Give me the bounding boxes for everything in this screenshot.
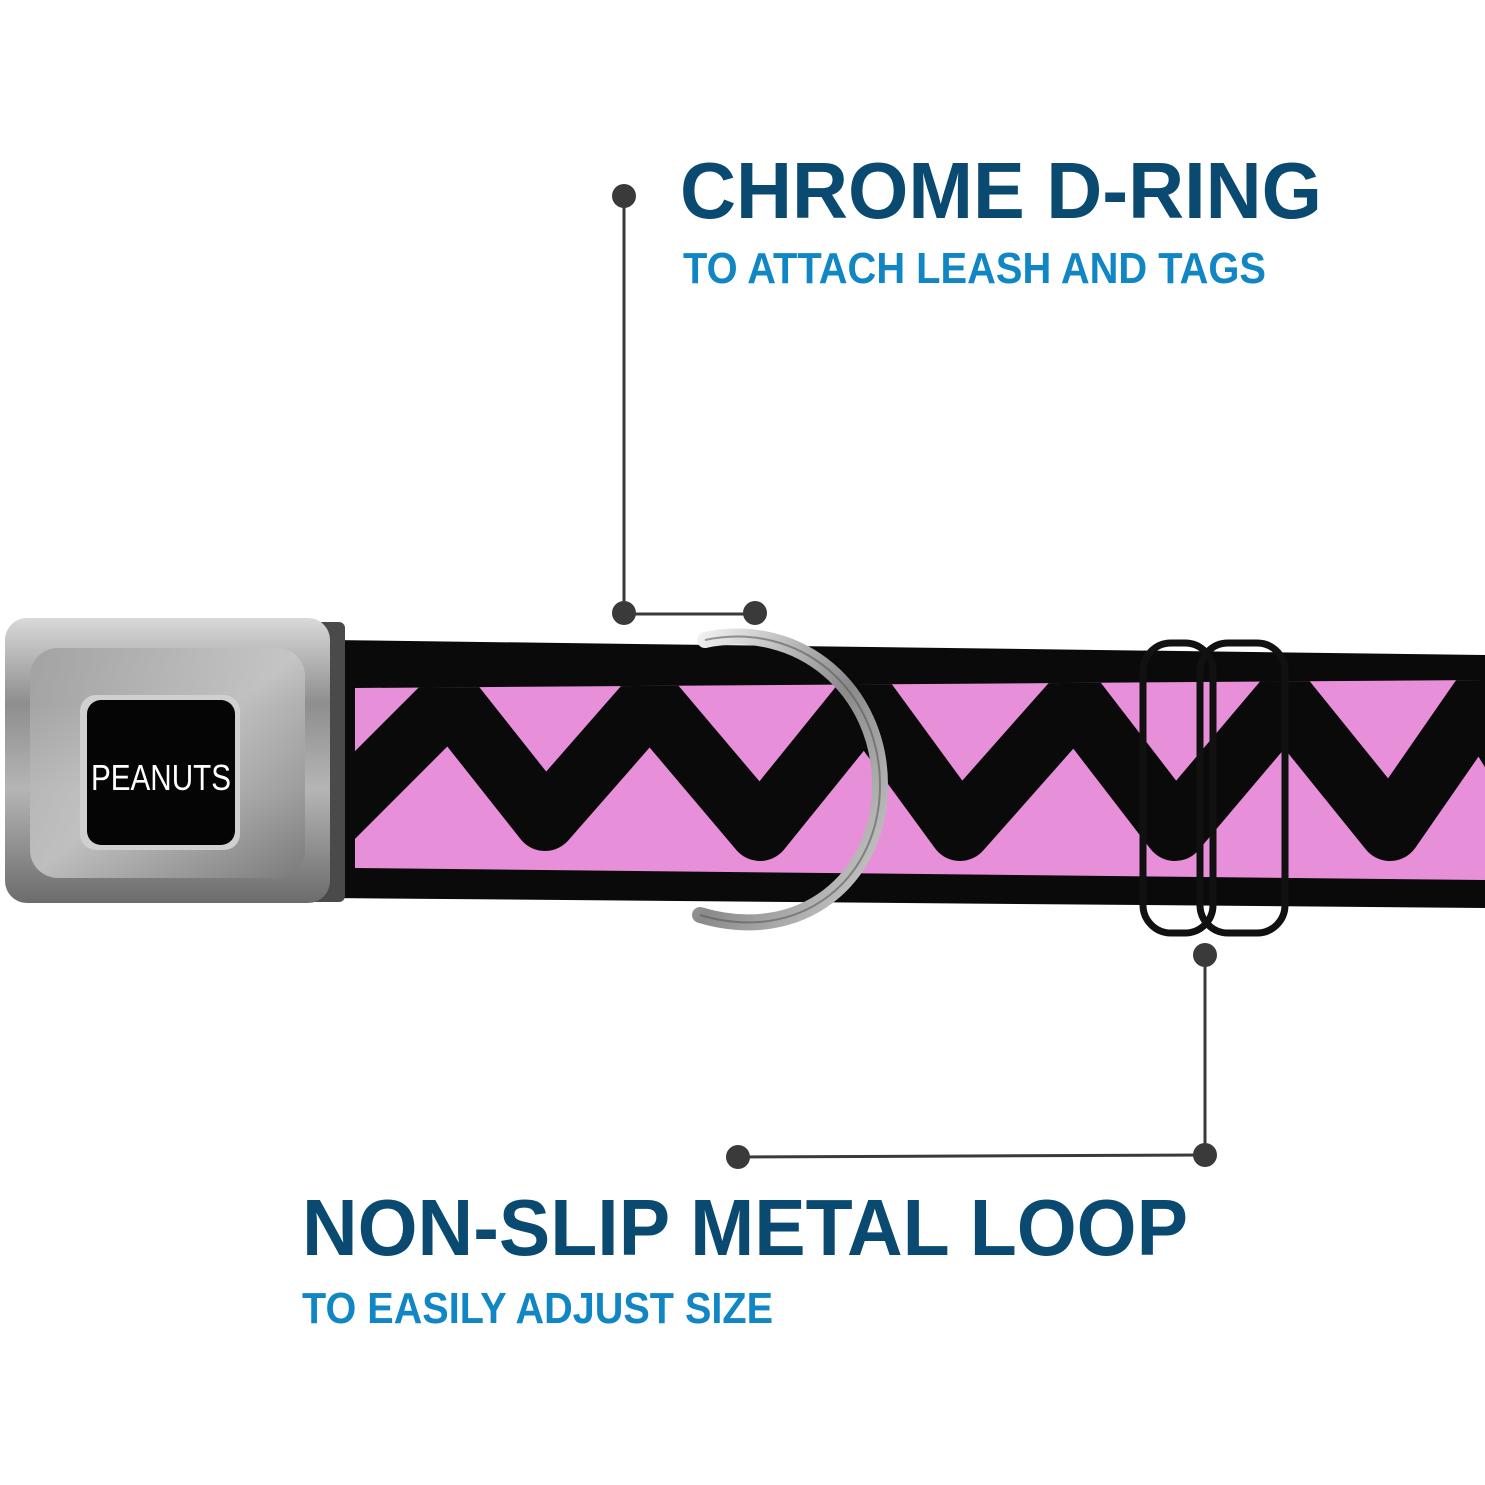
collar-strap — [330, 640, 1485, 908]
d-ring-subtitle: TO ATTACH LEASH AND TAGS — [683, 244, 1266, 293]
peanuts-logo-text: PEANUTS — [91, 757, 231, 798]
loop-subtitle: TO EASILY ADJUST SIZE — [302, 1284, 773, 1333]
loop-title: NON-SLIP METAL LOOP — [302, 1183, 1188, 1272]
d-ring-callout-line — [612, 184, 767, 625]
seatbelt-buckle[interactable]: PEANUTS — [5, 618, 345, 903]
d-ring-title: CHROME D-RING — [680, 146, 1322, 235]
loop-callout-line — [726, 943, 1217, 1169]
zigzag-pattern — [355, 680, 1485, 861]
metal-slide-loop[interactable] — [1139, 639, 1289, 937]
peanuts-logo-badge — [87, 700, 235, 845]
